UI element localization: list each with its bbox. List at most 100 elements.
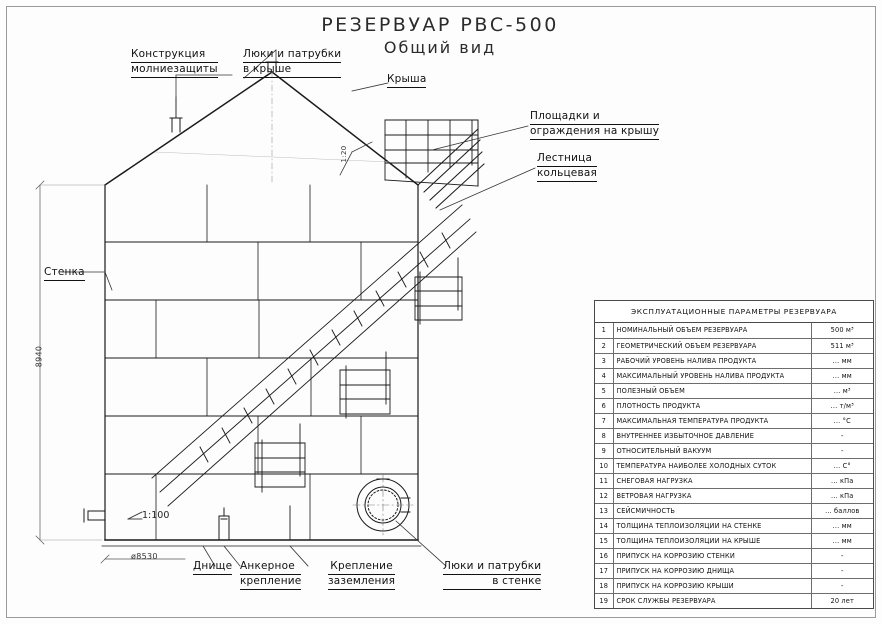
table-cell-parameter: МАКСИМАЛЬНАЯ ТЕМПЕРАТУРА ПРОДУКТА	[613, 413, 812, 429]
table-cell-number: 14	[595, 518, 614, 534]
callout-roof-platforms: Площадки и ограждения на крышу	[530, 110, 660, 140]
callout-shell-wall: Стенка	[44, 266, 85, 281]
scale-note: 1:100	[142, 510, 170, 521]
table-cell-number: 5	[595, 383, 614, 399]
table-cell-parameter: ОТНОСИТЕЛЬНЫЙ ВАКУУМ	[613, 443, 812, 459]
table-cell-value: 500 м³	[811, 323, 873, 339]
table-cell-value: 20 лет	[830, 596, 854, 605]
callout-lightning-protection: Конструкция молниезащиты	[131, 48, 218, 78]
table-cell-parameter: ПЛОТНОСТЬ ПРОДУКТА	[613, 398, 812, 414]
table-cell-value: ... баллов	[811, 503, 873, 519]
table-cell-number: 4	[595, 368, 614, 384]
drawing-title-main: РЕЗЕРВУАР РВС-500	[321, 14, 559, 36]
table-cell-value: ... мм	[811, 533, 873, 549]
table-cell-value: -	[811, 548, 873, 564]
table-cell-parameter: ГЕОМЕТРИЧЕСКИЙ ОБЪЕМ РЕЗЕРВУАРА	[613, 338, 812, 354]
table-cell-parameter: ТОЛЩИНА ТЕПЛОИЗОЛЯЦИИ НА КРЫШЕ	[613, 533, 812, 549]
wall-manhole	[352, 474, 414, 536]
table-cell-value: ... мм	[811, 368, 873, 384]
table-cell-number: 1	[595, 323, 614, 339]
callout-roof: Крыша	[387, 73, 427, 88]
table-cell-number: 8	[595, 428, 614, 444]
lightning-protection-mast	[169, 96, 183, 133]
callout-ring-staircase-line1: Лестница	[537, 152, 598, 167]
callout-roof-hatches: Люки и патрубки в крыше	[243, 48, 342, 78]
table-cell-number: 10	[595, 458, 614, 474]
table-cell-parameter: ВНУТРЕННЕЕ ИЗБЫТОЧНОЕ ДАВЛЕНИЕ	[613, 428, 812, 444]
callout-roof-platforms-line1: Площадки и	[530, 110, 660, 125]
table-cell-value: -	[811, 428, 873, 444]
table-cell-parameter: ПРИПУСК НА КОРРОЗИЮ СТЕНКИ	[613, 548, 812, 564]
callout-leader-lines	[61, 49, 536, 567]
table-cell-parameter: ТОЛЩИНА ТЕПЛОИЗОЛЯЦИИ НА СТЕНКЕ	[613, 518, 812, 534]
table-cell-number: 18	[595, 578, 614, 594]
ring-staircase	[151, 204, 477, 507]
dimension-height-value: 8940	[34, 345, 44, 368]
roof-platform-railing	[384, 119, 485, 209]
callout-shell-wall-line1: Стенка	[44, 266, 85, 281]
drawing-title-sub: Общий вид	[383, 38, 497, 57]
callout-lightning-protection-line2: молниезащиты	[131, 63, 218, 78]
callout-bottom: Днище	[193, 560, 233, 575]
tank-roof	[103, 61, 420, 187]
callout-roof-hatches-line1: Люки и патрубки	[243, 48, 342, 63]
callout-roof-line1: Крыша	[387, 73, 427, 88]
table-cell-parameter: МАКСИМАЛЬНЫЙ УРОВЕНЬ НАЛИВА ПРОДУКТА	[613, 368, 812, 384]
callout-ring-staircase-line2: кольцевая	[537, 167, 598, 182]
dimension-roof-slope-value: 1:20	[340, 145, 348, 163]
table-cell-parameter: СРОК СЛУЖБЫ РЕЗЕРВУАРА	[613, 593, 812, 608]
shell-course-seams	[104, 241, 419, 475]
callout-anchor-fastening-line2: крепление	[240, 575, 302, 590]
table-cell-value: 511 м³	[811, 338, 873, 354]
callout-wall-hatches-line1: Люки и патрубки	[443, 560, 542, 575]
table-cell-number: 3	[595, 353, 614, 369]
callout-wall-hatches: Люки и патрубки в стенке	[443, 560, 542, 590]
table-cell-number: 12	[595, 488, 614, 504]
callout-grounding-line2: заземления	[328, 575, 396, 590]
callout-ring-staircase: Лестница кольцевая	[537, 152, 598, 182]
table-cell-parameter: НОМИНАЛЬНЫЙ ОБЪЕМ РЕЗЕРВУАРА	[613, 323, 812, 339]
table-cell-value: ... кПа	[811, 473, 873, 489]
callout-anchor-fastening: Анкерное крепление	[240, 560, 302, 590]
operating-parameters-table-header: ЭКСПЛУАТАЦИОННЫЕ ПАРАМЕТРЫ РЕЗЕРВУАРА	[595, 301, 873, 323]
table-cell-number: 16	[595, 548, 614, 564]
sheet-border	[6, 6, 876, 618]
bottom-drain-nozzle	[83, 508, 106, 523]
table-cell-number: 6	[595, 398, 614, 414]
callout-bottom-line1: Днище	[193, 560, 233, 575]
table-cell-value: ... °C	[811, 413, 873, 429]
callout-grounding: Крепление заземления	[328, 560, 396, 590]
table-cell-number: 2	[595, 338, 614, 354]
table-cell-number: 19	[595, 593, 614, 608]
table-cell-value: ... м³	[811, 383, 873, 399]
table-cell-value: ... мм	[811, 353, 873, 369]
table-cell-parameter: ВЕТРОВАЯ НАГРУЗКА	[613, 488, 812, 504]
table-cell-value: ... т/м³	[811, 398, 873, 414]
callout-lightning-protection-line1: Конструкция	[131, 48, 218, 63]
table-cell-parameter: ПОЛЕЗНЫЙ ОБЪЕМ	[613, 383, 812, 399]
table-cell-parameter: СЕЙСМИЧНОСТЬ	[613, 503, 812, 519]
table-cell-parameter: РАБОЧИЙ УРОВЕНЬ НАЛИВА ПРОДУКТА	[613, 353, 812, 369]
drawing-title: РЕЗЕРВУАР РВС-500 Общий вид	[290, 14, 590, 57]
callout-grounding-line1: Крепление	[328, 560, 396, 575]
table-cell-parameter: ПРИПУСК НА КОРРОЗИЮ КРЫШИ	[613, 578, 812, 594]
tank-shell-outline	[101, 184, 422, 547]
